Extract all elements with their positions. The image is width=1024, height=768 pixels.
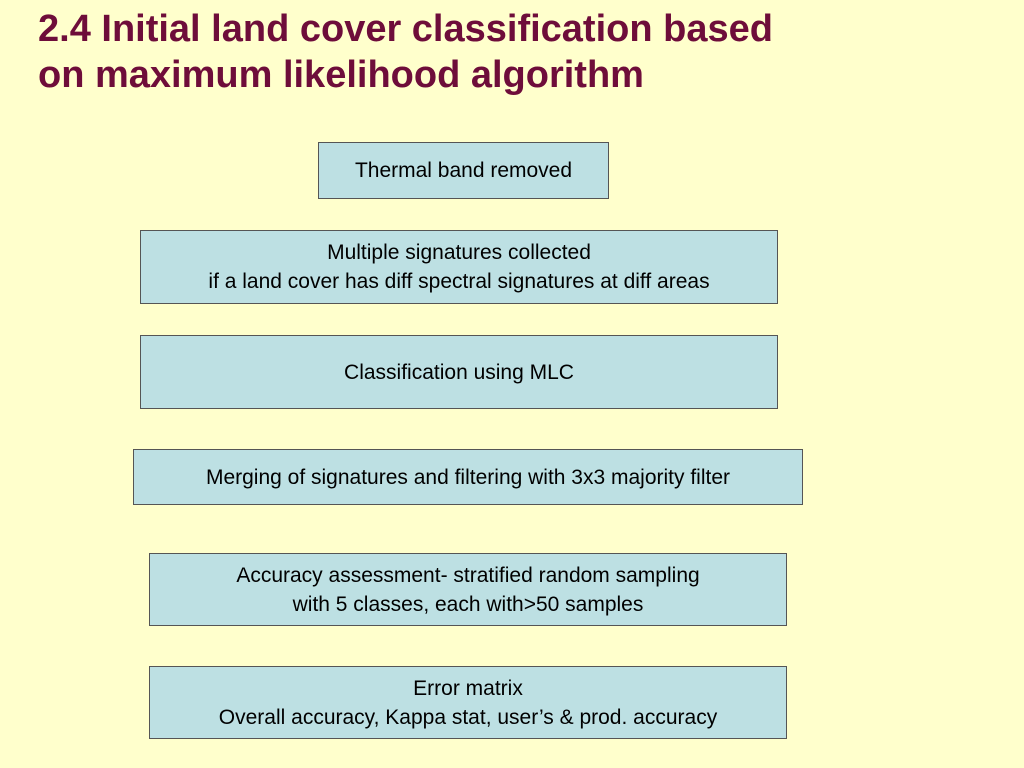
step-text: Thermal band removed: [354, 159, 573, 182]
step-text: Multiple signatures collected: [327, 241, 591, 264]
step-text: Accuracy assessment- stratified random s…: [236, 563, 700, 587]
slide-title: 2.4 Initial land cover classification ba…: [38, 6, 998, 98]
step-text: Merging of signatures and filtering with…: [205, 465, 731, 489]
step-multiple-signatures: Multiple signatures collected if a land …: [140, 230, 778, 304]
step-text: if a land cover has diff spectral signat…: [208, 270, 710, 293]
step-classification-mlc: Classification using MLC: [140, 335, 778, 409]
step-error-matrix: Error matrix Overall accuracy, Kappa sta…: [149, 666, 787, 739]
step-thermal-band-removed: Thermal band removed: [318, 142, 609, 199]
step-text: Error matrix: [413, 676, 523, 700]
step-accuracy-assessment: Accuracy assessment- stratified random s…: [149, 553, 787, 626]
step-merging-filtering: Merging of signatures and filtering with…: [133, 449, 803, 505]
slide-title-line-1: 2.4 Initial land cover classification ba…: [38, 8, 773, 50]
step-text: Classification using MLC: [344, 360, 574, 384]
slide-title-line-2: on maximum likelihood algorithm: [38, 54, 644, 96]
step-text: with 5 classes, each with>50 samples: [292, 592, 644, 616]
step-text: Overall accuracy, Kappa stat, user’s & p…: [218, 705, 718, 729]
